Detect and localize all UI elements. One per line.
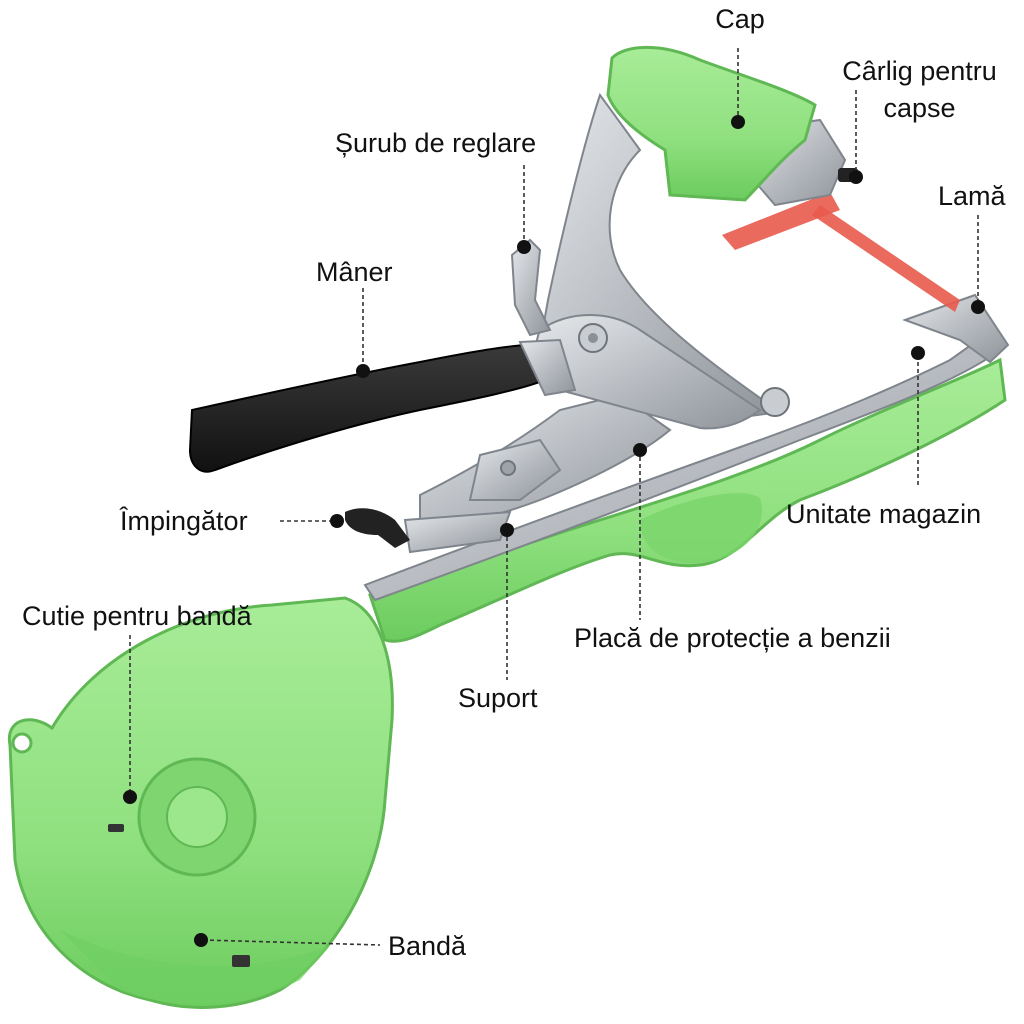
red-tape xyxy=(722,192,960,312)
hanging-hole xyxy=(11,732,33,754)
label-impingator: Împingător xyxy=(120,506,248,536)
label-banda: Bandă xyxy=(388,931,467,961)
label-carlig-line1: Cârlig pentru xyxy=(842,56,997,86)
label-placa-protectie: Placă de protecție a benzii xyxy=(574,623,891,653)
leader-lines xyxy=(129,48,979,946)
label-carlig-line2: capse xyxy=(883,93,956,123)
magazine-body xyxy=(368,357,1007,643)
pusher-tab xyxy=(345,508,410,548)
lower-frame xyxy=(345,393,672,554)
label-unitate-magazin: Unitate magazin xyxy=(786,499,982,529)
spring-pusher xyxy=(403,510,512,554)
green-cap xyxy=(606,45,817,202)
tape-box xyxy=(7,596,394,1009)
rear-bolt xyxy=(760,387,790,417)
adjusting-screw xyxy=(510,238,552,337)
label-cutie-pentru-banda: Cutie pentru bandă xyxy=(22,601,252,631)
label-surub: Șurub de reglare xyxy=(335,128,537,158)
leader-dots xyxy=(123,115,985,947)
label-lama: Lamă xyxy=(938,181,1006,211)
label-suport: Suport xyxy=(458,683,538,713)
label-maner: Mâner xyxy=(316,257,393,287)
label-cap: Cap xyxy=(715,4,765,34)
black-grip xyxy=(188,343,547,473)
